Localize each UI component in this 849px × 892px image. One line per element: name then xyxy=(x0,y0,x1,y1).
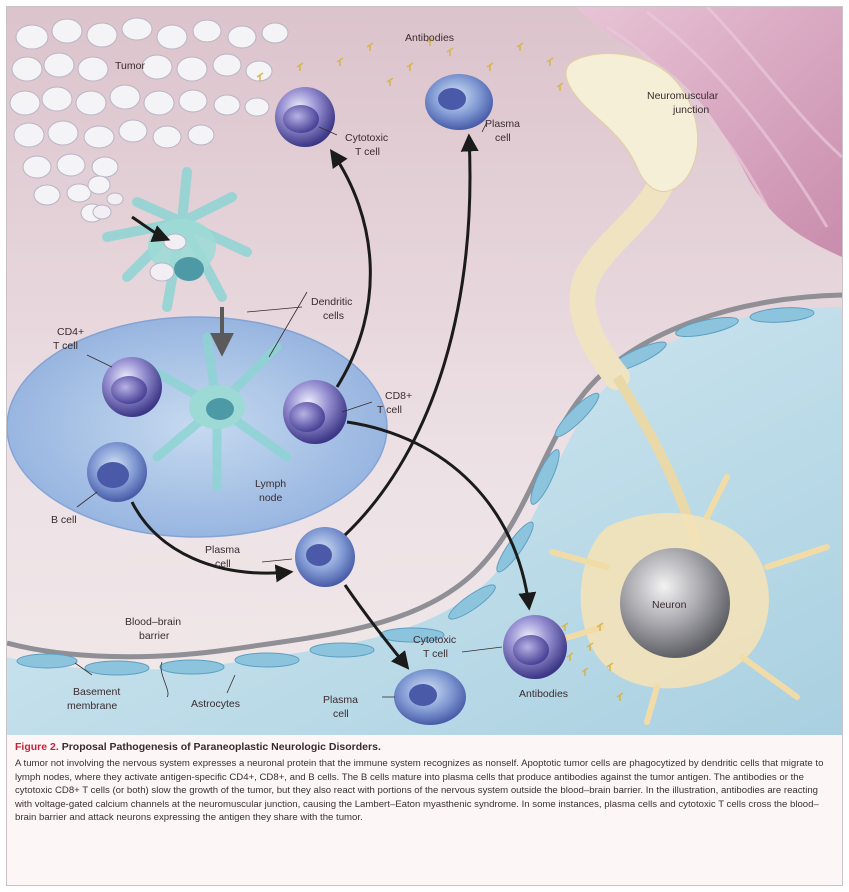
caption-title: Proposal Pathogenesis of Paraneoplastic … xyxy=(62,741,381,753)
cytotoxic-t-cell-top xyxy=(275,87,335,147)
label-antibodies-bottom: Antibodies xyxy=(519,688,568,700)
label-plasma-bottom-2: cell xyxy=(333,708,349,720)
caption-figure-number: Figure 2. xyxy=(15,741,59,753)
cytotoxic-t-cell-bottom xyxy=(503,615,567,679)
label-astrocytes: Astrocytes xyxy=(191,698,240,710)
label-bbb-1: Blood–brain xyxy=(125,616,181,628)
label-cytotoxic-bottom-2: T cell xyxy=(423,648,448,660)
label-bcell: B cell xyxy=(51,514,77,526)
caption-title-line: Figure 2. Proposal Pathogenesis of Paran… xyxy=(15,741,835,753)
plasma-cell-bottom xyxy=(394,669,466,725)
figure-frame: Tumor Antibodies Neuromuscular junction … xyxy=(6,6,843,886)
label-plasma-top-1: Plasma xyxy=(485,118,520,130)
caption-body: A tumor not involving the nervous system… xyxy=(15,757,835,825)
label-dendritic-2: cells xyxy=(323,310,344,322)
label-lymph-1: Lymph xyxy=(255,478,286,490)
label-tumor: Tumor xyxy=(115,60,145,72)
label-cytotoxic-top-2: T cell xyxy=(355,146,380,158)
label-cytotoxic-top-1: Cytotoxic xyxy=(345,132,388,144)
label-lymph-2: node xyxy=(259,492,283,504)
label-neuromuscular-1: Neuromuscular xyxy=(647,90,719,102)
label-bbb-2: barrier xyxy=(139,630,170,642)
label-cd8-1: CD8+ xyxy=(385,390,412,402)
label-cd8-2: T cell xyxy=(377,404,402,416)
label-plasma-top-2: cell xyxy=(495,132,511,144)
label-dendritic-1: Dendritic xyxy=(311,296,352,308)
label-plasma-bottom-1: Plasma xyxy=(323,694,358,706)
cd8-t-cell xyxy=(283,380,347,444)
label-basement-2: membrane xyxy=(67,700,117,712)
label-plasma-mid-2: cell xyxy=(215,558,231,570)
figure-caption: Figure 2. Proposal Pathogenesis of Paran… xyxy=(15,739,835,825)
label-cd4-1: CD4+ xyxy=(57,326,84,338)
cd4-t-cell xyxy=(102,357,162,417)
label-basement-1: Basement xyxy=(73,686,120,698)
pathogenesis-illustration: Tumor Antibodies Neuromuscular junction … xyxy=(7,7,842,735)
plasma-cell-top xyxy=(425,74,493,130)
label-neuron: Neuron xyxy=(652,599,687,611)
label-plasma-mid-1: Plasma xyxy=(205,544,240,556)
label-neuromuscular-2: junction xyxy=(672,104,709,116)
label-antibodies-top: Antibodies xyxy=(405,32,454,44)
label-cytotoxic-bottom-1: Cytotoxic xyxy=(413,634,456,646)
label-cd4-2: T cell xyxy=(53,340,78,352)
